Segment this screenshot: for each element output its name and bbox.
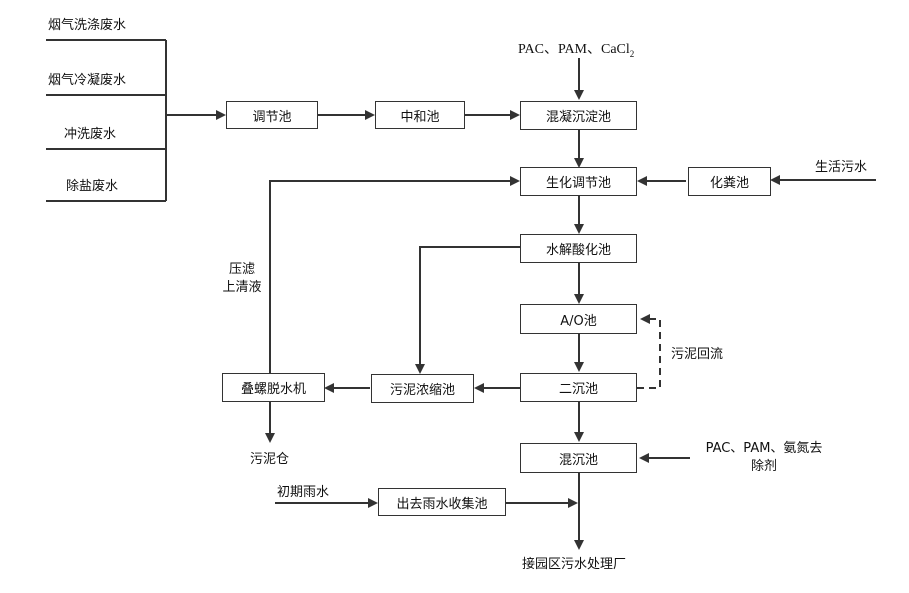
chemicals-top-label: PAC、PAM、CaCl2 <box>518 42 635 59</box>
input-flue-gas-wash: 烟气洗涤废水 <box>48 18 127 33</box>
input-desalt: 除盐废水 <box>66 179 119 194</box>
box-rain-collection-tank: 出去雨水收集池 <box>378 488 506 516</box>
box-screw-dewatering-machine: 叠螺脱水机 <box>222 373 325 402</box>
box-biochem-regulating-tank: 生化调节池 <box>520 167 637 196</box>
box-mixing-settling-tank: 混沉池 <box>520 443 637 473</box>
input-flush: 冲洗废水 <box>64 127 117 142</box>
filtrate-label-line2: 上清液 <box>222 280 262 295</box>
box-neutral-tank: 中和池 <box>375 101 465 129</box>
sludge-return-label: 污泥回流 <box>671 347 724 362</box>
chemicals-right-line1: PAC、PAM、氨氮去 <box>705 441 823 456</box>
sludge-return-line <box>637 314 661 389</box>
filtrate-label-line1: 压滤 <box>228 262 255 277</box>
box-hydrolysis-tank: 水解酸化池 <box>520 234 637 263</box>
sludge-bin-label: 污泥仓 <box>250 452 290 467</box>
box-secondary-clarifier: 二沉池 <box>520 373 637 402</box>
box-coagulation-tank: 混凝沉淀池 <box>520 101 637 130</box>
box-regulating-tank: 调节池 <box>226 101 318 129</box>
box-septic-tank: 化粪池 <box>688 167 771 196</box>
hydrolysis-to-thickener-line <box>415 246 520 374</box>
input-flue-gas-cool: 烟气冷凝废水 <box>48 73 127 88</box>
chemicals-right-line2: 除剂 <box>750 459 777 474</box>
outlet-label: 接园区污水处理厂 <box>522 557 627 572</box>
input-early-rain: 初期雨水 <box>277 485 330 500</box>
input-domestic: 生活污水 <box>815 160 868 175</box>
box-ao-tank: A/O池 <box>520 304 637 334</box>
filtrate-return-line <box>269 176 520 373</box>
box-sludge-thickener: 污泥浓缩池 <box>371 374 474 403</box>
